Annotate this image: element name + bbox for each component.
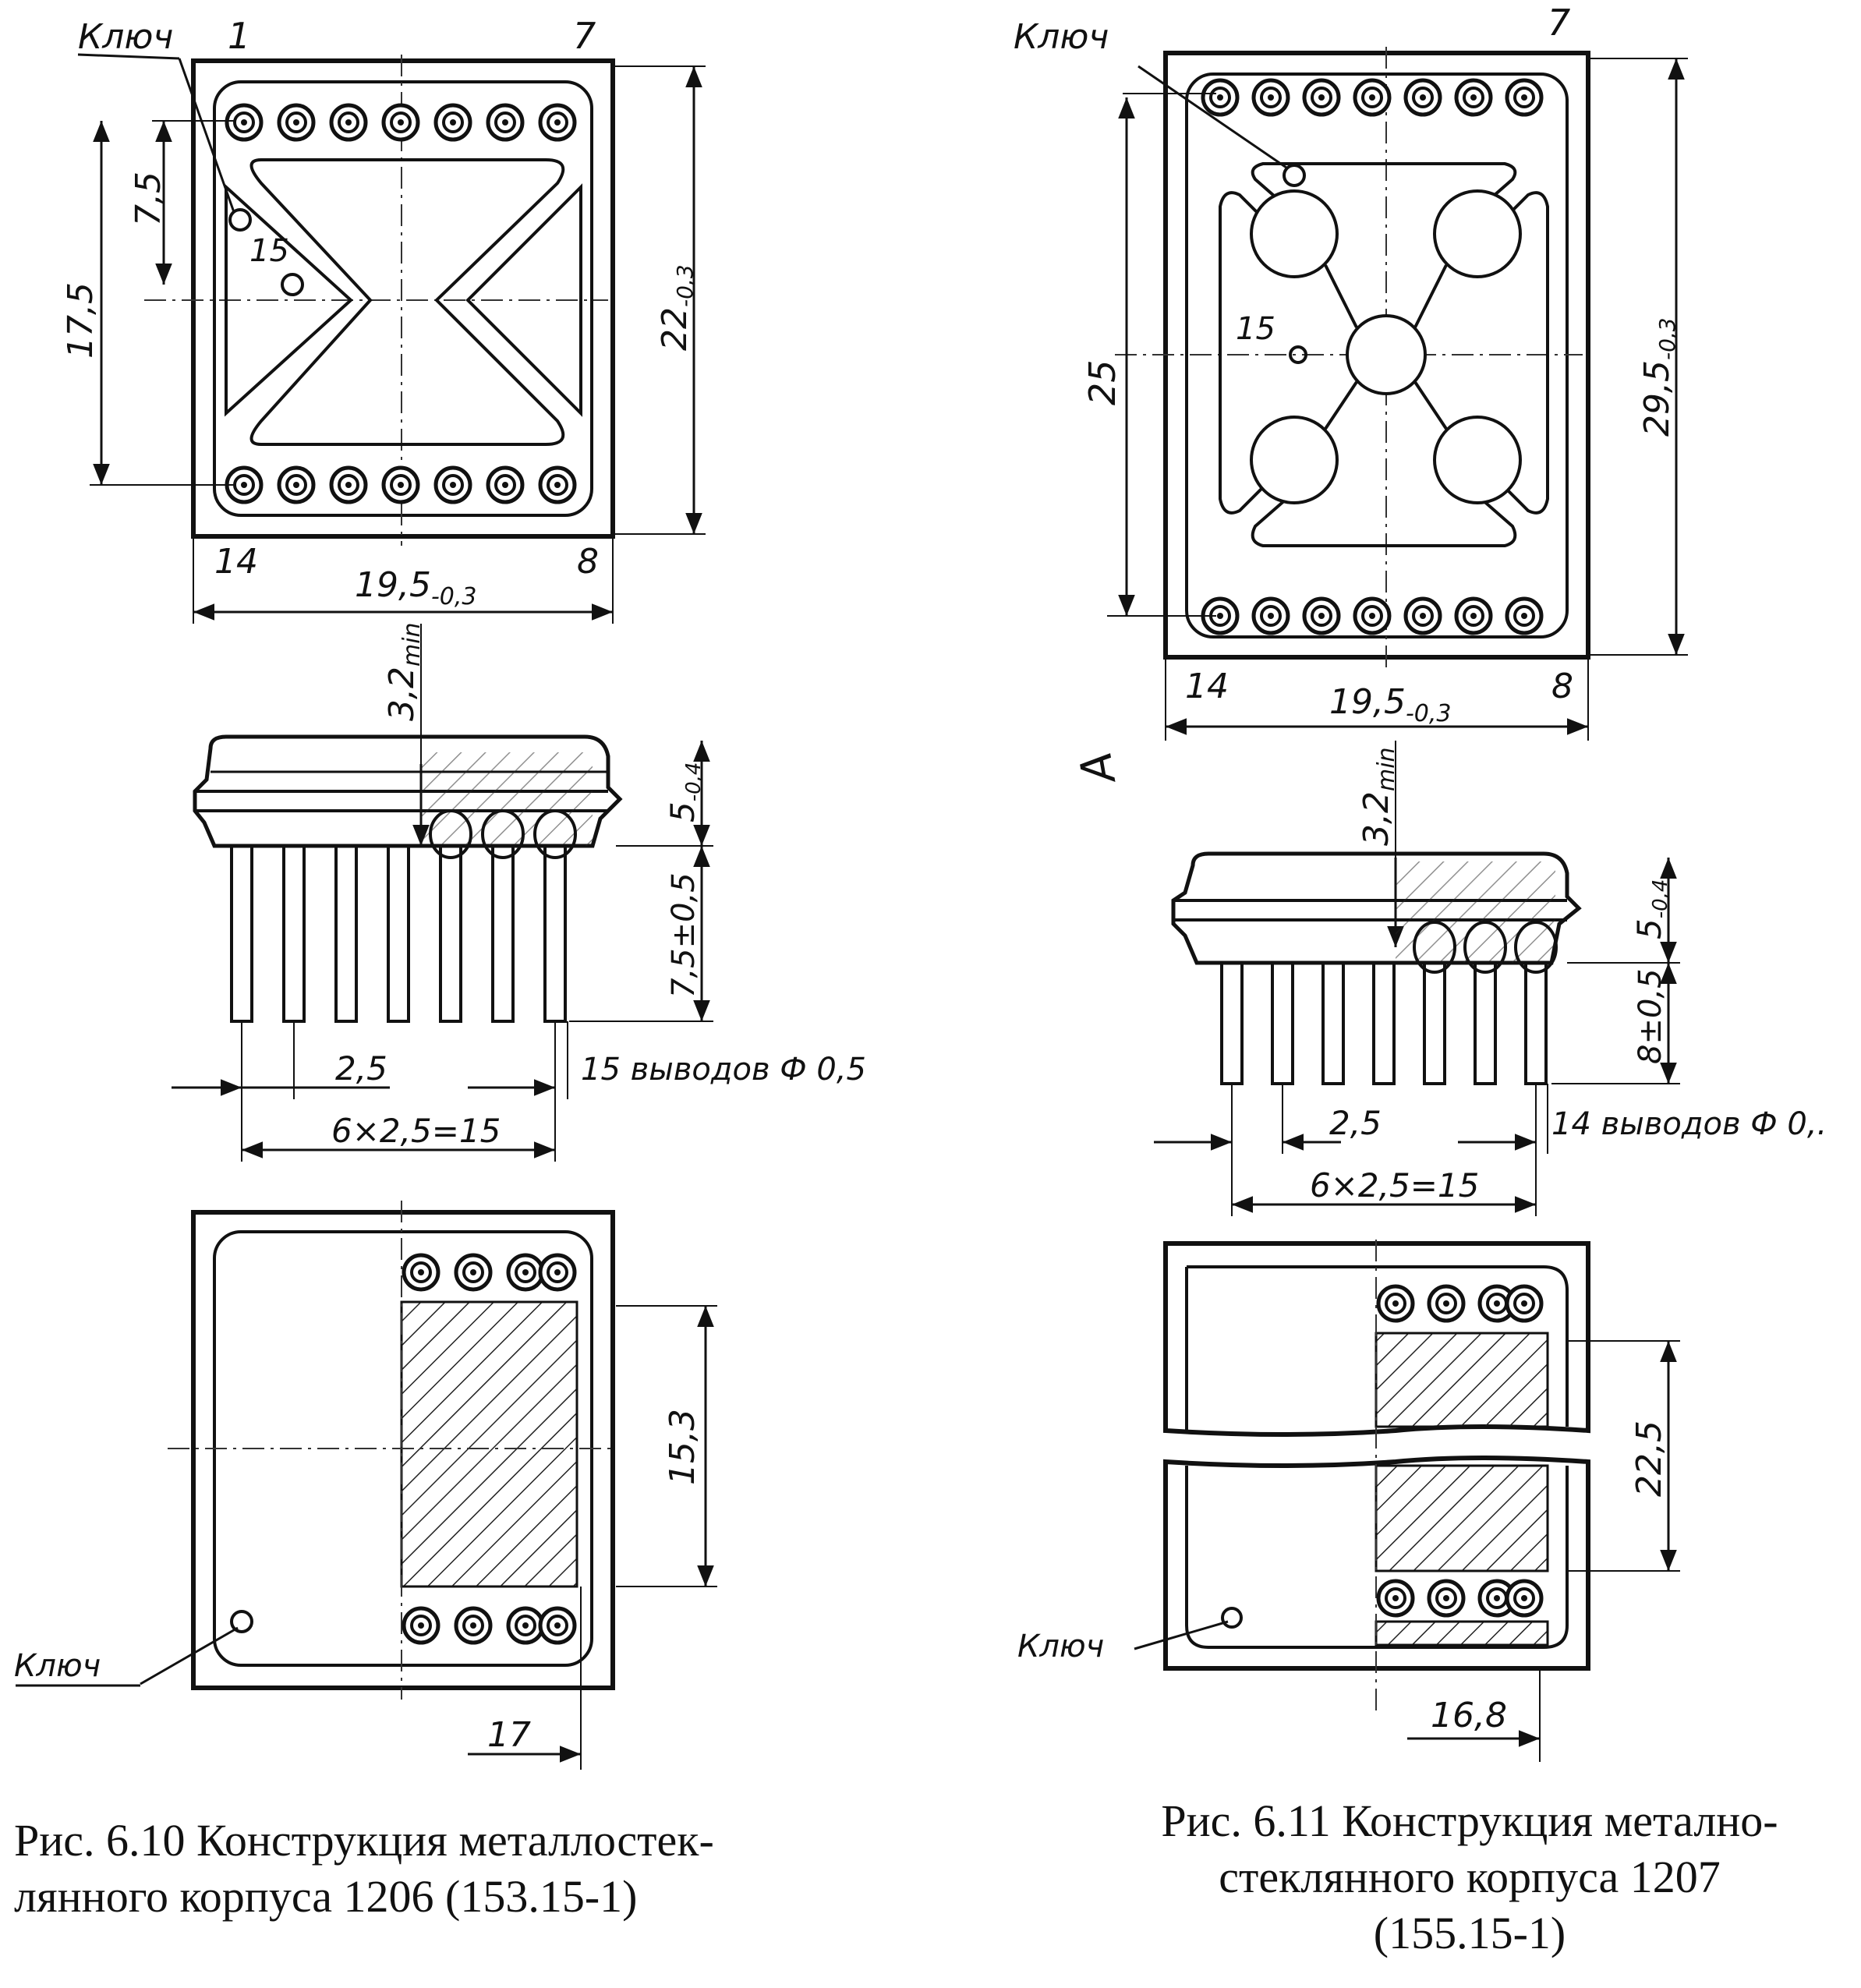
fig611-dim-29-5: 29,5-0,3 bbox=[1637, 317, 1680, 437]
fig611-leads bbox=[1220, 921, 1558, 1085]
fig610-pin7-label: 7 bbox=[573, 15, 596, 57]
fig610-caption: Рис. 6.10 Конструкция металлостек- лянно… bbox=[14, 1813, 911, 1925]
fig610-dim-7-5: 7,5 bbox=[129, 172, 168, 226]
fig611-dim-3-2: 3,2min bbox=[1357, 747, 1400, 846]
fig610-dim-span: 6×2,5=15 bbox=[331, 1112, 501, 1150]
fig610-lead-note: 15 выводов Ф 0,5 bbox=[581, 1052, 866, 1088]
fig610-dim-3-2: 3,2min bbox=[382, 622, 426, 721]
fig610-bottom-view bbox=[16, 1201, 717, 1770]
fig611-pins-bottom bbox=[1203, 599, 1541, 633]
fig611-bottom-view bbox=[1134, 1240, 1680, 1762]
fig611-dim-lead: 8±0,5 bbox=[1633, 968, 1668, 1064]
fig610-top-view bbox=[77, 53, 706, 624]
fig610-dim-lead: 7,5±0,5 bbox=[666, 872, 702, 998]
fig610-leads bbox=[230, 809, 577, 1023]
fig611-pin15-label: 15 bbox=[1236, 311, 1275, 347]
fig610-pin15-label: 15 bbox=[249, 233, 289, 269]
fig610-caption-line1: Рис. 6.10 Конструкция металлостек- bbox=[14, 1815, 714, 1866]
fig611-pin8-label: 8 bbox=[1551, 667, 1573, 706]
fig610-side-view bbox=[172, 624, 713, 1162]
fig610-key-label-bottom: Ключ bbox=[14, 1648, 101, 1684]
fig610-dim-17-5: 17,5 bbox=[61, 282, 101, 359]
fig610-pins-top bbox=[227, 105, 575, 140]
fig610-pin14-label: 14 bbox=[214, 542, 258, 582]
fig611-dim-span: 6×2,5=15 bbox=[1310, 1166, 1479, 1204]
fig611-pins-top bbox=[1203, 80, 1541, 115]
fig611-dim-pitch: 2,5 bbox=[1329, 1104, 1382, 1142]
fig611-caption-line1: Рис. 6.11 Конструкция метално- bbox=[1161, 1795, 1778, 1846]
fig610-dim-5: 5-0,4 bbox=[663, 762, 706, 822]
fig611-view-mark: A bbox=[1070, 748, 1126, 789]
fig611-pin7-label: 7 bbox=[1548, 2, 1570, 44]
fig610-caption-line2: лянного корпуса 1206 (153.15-1) bbox=[14, 1871, 638, 1922]
fig611-dim-22-5: 22,5 bbox=[1629, 1420, 1669, 1497]
fig610-dim-width: 19,5-0,3 bbox=[355, 565, 477, 610]
fig610-dim-pitch: 2,5 bbox=[335, 1049, 387, 1088]
fig611-dim-25: 25 bbox=[1081, 359, 1123, 405]
fig611-lead-note: 14 выводов Ф 0,. bbox=[1551, 1106, 1827, 1142]
fig610-pin8-label: 8 bbox=[577, 542, 599, 582]
fig611-top-view bbox=[1107, 47, 1688, 741]
fig611-dim-width: 19,5-0,3 bbox=[1329, 682, 1452, 727]
fig611-side-view bbox=[1154, 741, 1680, 1216]
fig611-caption: Рис. 6.11 Конструкция метално- стеклянно… bbox=[1088, 1793, 1852, 1961]
fig610-dim-22: 22-0,3 bbox=[655, 264, 698, 351]
fig610-key-label-top: Ключ bbox=[78, 17, 173, 57]
fig610-pin1-label: 1 bbox=[228, 15, 250, 57]
fig611-dim-5: 5-0,4 bbox=[1630, 879, 1672, 939]
fig611-dim-16-8: 16,8 bbox=[1431, 1696, 1507, 1735]
fig610-dim-15-3: 15,3 bbox=[663, 1409, 702, 1485]
fig611-key-label-bottom: Ключ bbox=[1017, 1629, 1104, 1664]
fig611-caption-line3: (155.15-1) bbox=[1373, 1908, 1566, 1958]
fig610-dim-17: 17 bbox=[487, 1715, 531, 1755]
fig611-caption-line2: стеклянного корпуса 1207 bbox=[1219, 1852, 1721, 1902]
fig610-pins-bottom bbox=[227, 468, 575, 502]
fig611-key-label-top: Ключ bbox=[1014, 17, 1109, 57]
fig611-pin14-label: 14 bbox=[1185, 667, 1229, 706]
